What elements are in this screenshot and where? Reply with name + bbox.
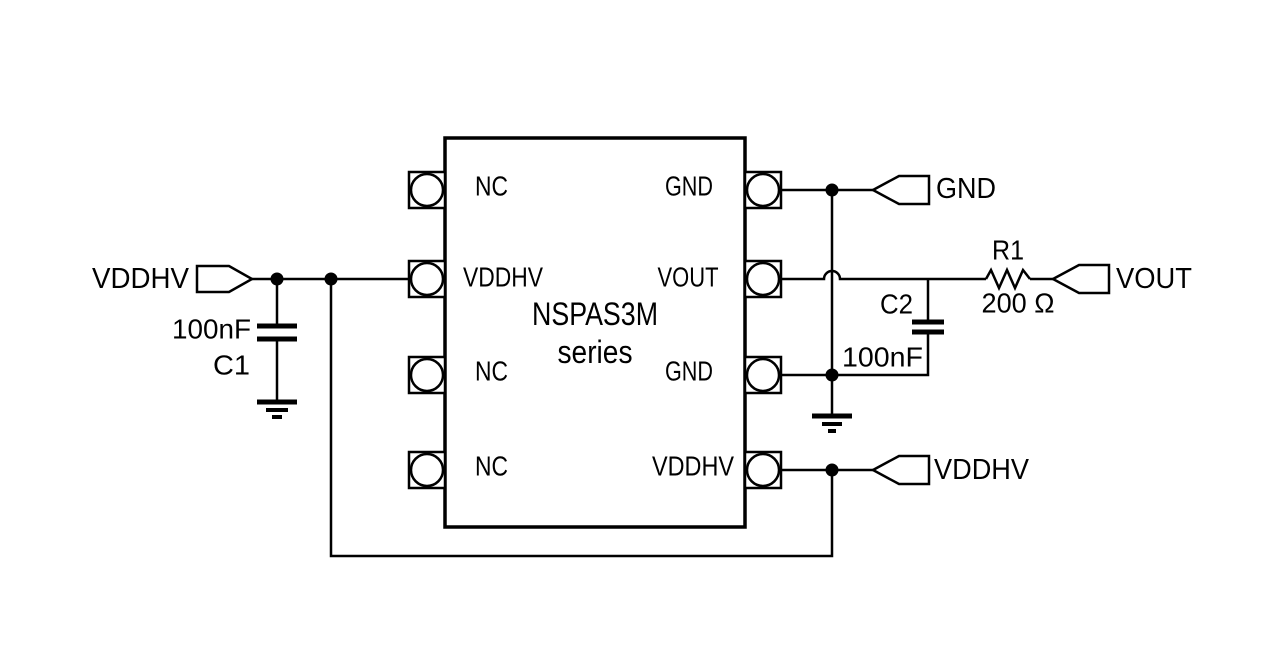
resistor-r1-zigzag bbox=[984, 266, 1031, 292]
junction-dot-gnd-top bbox=[825, 183, 839, 197]
pin-label-right-2: VOUT bbox=[658, 262, 719, 293]
port-tag-vddhv-in bbox=[195, 264, 255, 294]
ic-title: NSPAS3M bbox=[532, 296, 658, 332]
component-ref-c1: C1 bbox=[213, 350, 250, 381]
junction-dot-vddhv-out bbox=[825, 463, 839, 477]
ic-subtitle: series bbox=[558, 334, 633, 370]
wire-c2-bottom bbox=[832, 332, 930, 377]
pin-right-1-circle bbox=[745, 172, 781, 208]
port-label-vddhv-in: VDDHV bbox=[92, 263, 190, 295]
component-ref-c2: C2 bbox=[880, 289, 913, 320]
pin-label-right-1: GND bbox=[665, 171, 713, 202]
pin-right-2-circle bbox=[745, 261, 781, 297]
pin-left-1-circle bbox=[409, 172, 445, 208]
wire-vout-with-hop bbox=[781, 269, 986, 281]
pin-right-3-circle bbox=[745, 357, 781, 393]
wire-vddhv-wraparound bbox=[329, 279, 834, 558]
port-tag-vddhv-out bbox=[870, 454, 931, 486]
port-label-vddhv-out: VDDHV bbox=[934, 454, 1030, 486]
pin-label-right-3: GND bbox=[665, 356, 713, 387]
pin-left-2-circle bbox=[409, 261, 445, 297]
port-label-vout: VOUT bbox=[1116, 263, 1192, 295]
junction-dot-gnd-mid bbox=[825, 368, 839, 382]
pin-left-4-circle bbox=[409, 452, 445, 488]
port-tag-vout bbox=[1050, 263, 1111, 295]
component-value-c2: 100nF bbox=[842, 342, 923, 373]
component-value-c1: 100nF bbox=[172, 314, 251, 345]
junction-dot-vddhv-wrap bbox=[324, 272, 338, 286]
component-value-r1: 200 Ω bbox=[982, 288, 1055, 319]
junction-dot-vddhv-c1 bbox=[270, 272, 284, 286]
ic-body bbox=[443, 136, 747, 529]
port-label-gnd: GND bbox=[936, 173, 996, 205]
pin-left-3-circle bbox=[409, 357, 445, 393]
pin-label-left-4: NC bbox=[475, 451, 508, 482]
component-ref-r1: R1 bbox=[992, 235, 1024, 266]
pin-label-left-3: NC bbox=[475, 356, 508, 387]
pin-right-4-circle bbox=[745, 452, 781, 488]
pin-label-left-1: NC bbox=[475, 171, 508, 202]
port-tag-gnd bbox=[870, 174, 931, 206]
pin-label-left-2: VDDHV bbox=[463, 262, 543, 293]
pin-label-right-4: VDDHV bbox=[652, 451, 734, 482]
